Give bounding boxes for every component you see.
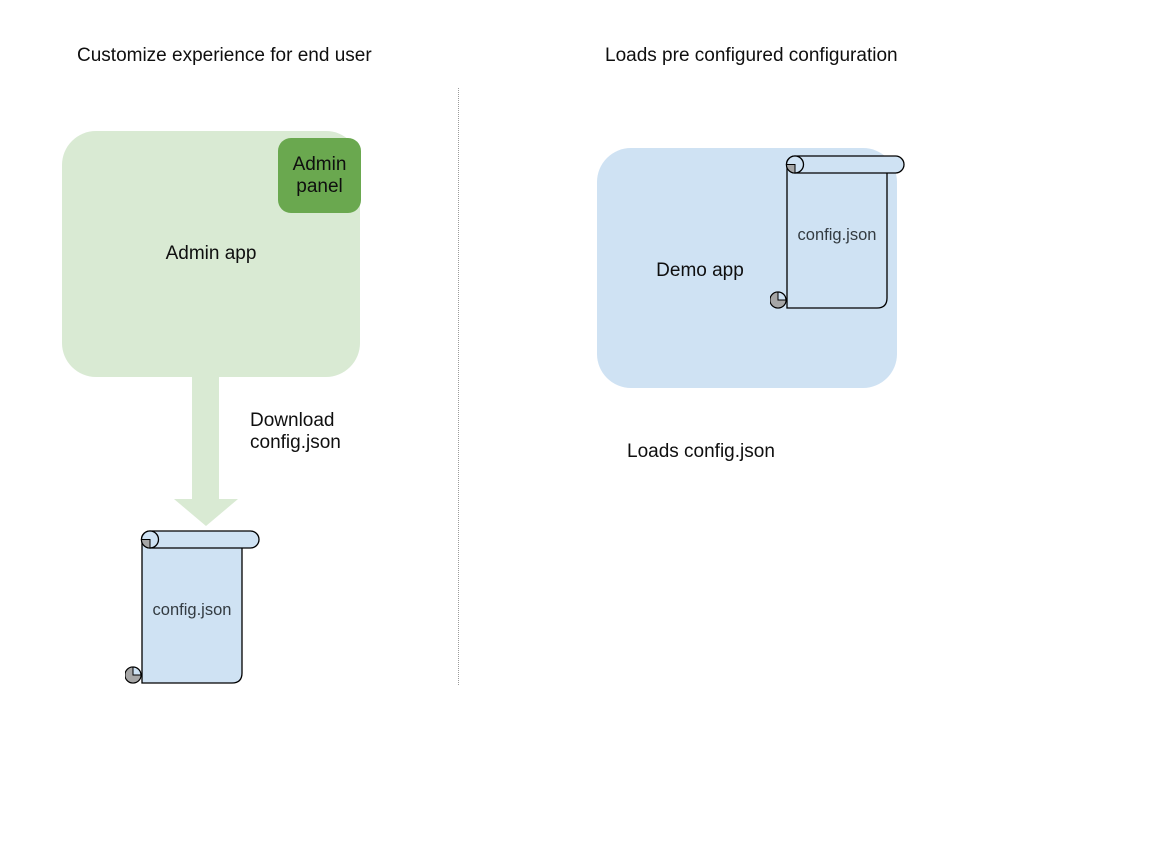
section-divider — [458, 88, 459, 685]
config-json-scroll-icon: config.json — [124, 529, 260, 684]
demo-app-label: Demo app — [656, 260, 744, 281]
admin-app-label: Admin app — [165, 243, 257, 264]
admin-panel-label: Admin panel — [292, 153, 347, 197]
download-arrow-icon — [172, 377, 240, 527]
left-section-title: Customize experience for end user — [77, 45, 372, 66]
config-json-scroll-icon: config.json — [769, 154, 905, 309]
admin-panel-badge: Admin panel — [278, 138, 361, 213]
download-caption: Download config.json — [250, 410, 341, 453]
config-file-label: config.json — [797, 226, 877, 244]
config-file-label: config.json — [152, 601, 232, 619]
right-section-title: Loads pre configured configuration — [605, 45, 898, 66]
loads-caption: Loads config.json — [627, 441, 775, 462]
